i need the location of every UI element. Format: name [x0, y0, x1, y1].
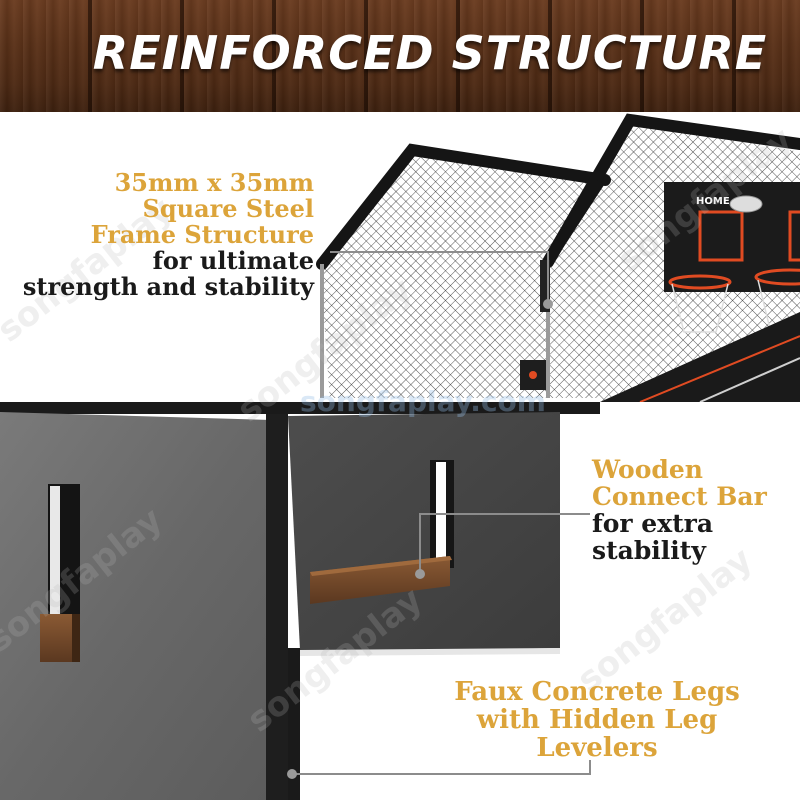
legs-callout: Faux Concrete Legs with Hidden Leg Level… — [412, 678, 782, 762]
frame-callout-subline: for ultimate — [152, 245, 314, 275]
connect-bar-callout-line: Connect Bar — [592, 482, 767, 511]
concrete-legs-illustration — [0, 398, 600, 800]
connect-bar-callout-subline: stability — [592, 536, 706, 565]
legs-callout-line: Faux Concrete Legs — [454, 677, 740, 707]
legs-callout-line: with Hidden Leg Levelers — [476, 705, 718, 764]
frame-callout: 35mm x 35mm Square Steel Frame Structure… — [23, 170, 314, 300]
connect-bar-callout-subline: for extra — [592, 509, 714, 538]
arcade-net-photo: HOME — [0, 112, 800, 402]
page-title: REINFORCED STRUCTURE — [92, 26, 768, 80]
connect-bar-callout-line: Wooden — [592, 455, 703, 484]
backboard-label: HOME — [696, 196, 730, 207]
frame-callout-line: Square Steel — [142, 193, 314, 223]
frame-callout-subline: strength and stability — [22, 271, 314, 301]
connect-bar-callout: Wooden Connect Bar for extra stability — [592, 456, 767, 564]
frame-callout-line: 35mm x 35mm — [114, 168, 314, 197]
header-banner: REINFORCED STRUCTURE — [0, 0, 800, 112]
frame-callout-line: Frame Structure — [90, 219, 314, 249]
